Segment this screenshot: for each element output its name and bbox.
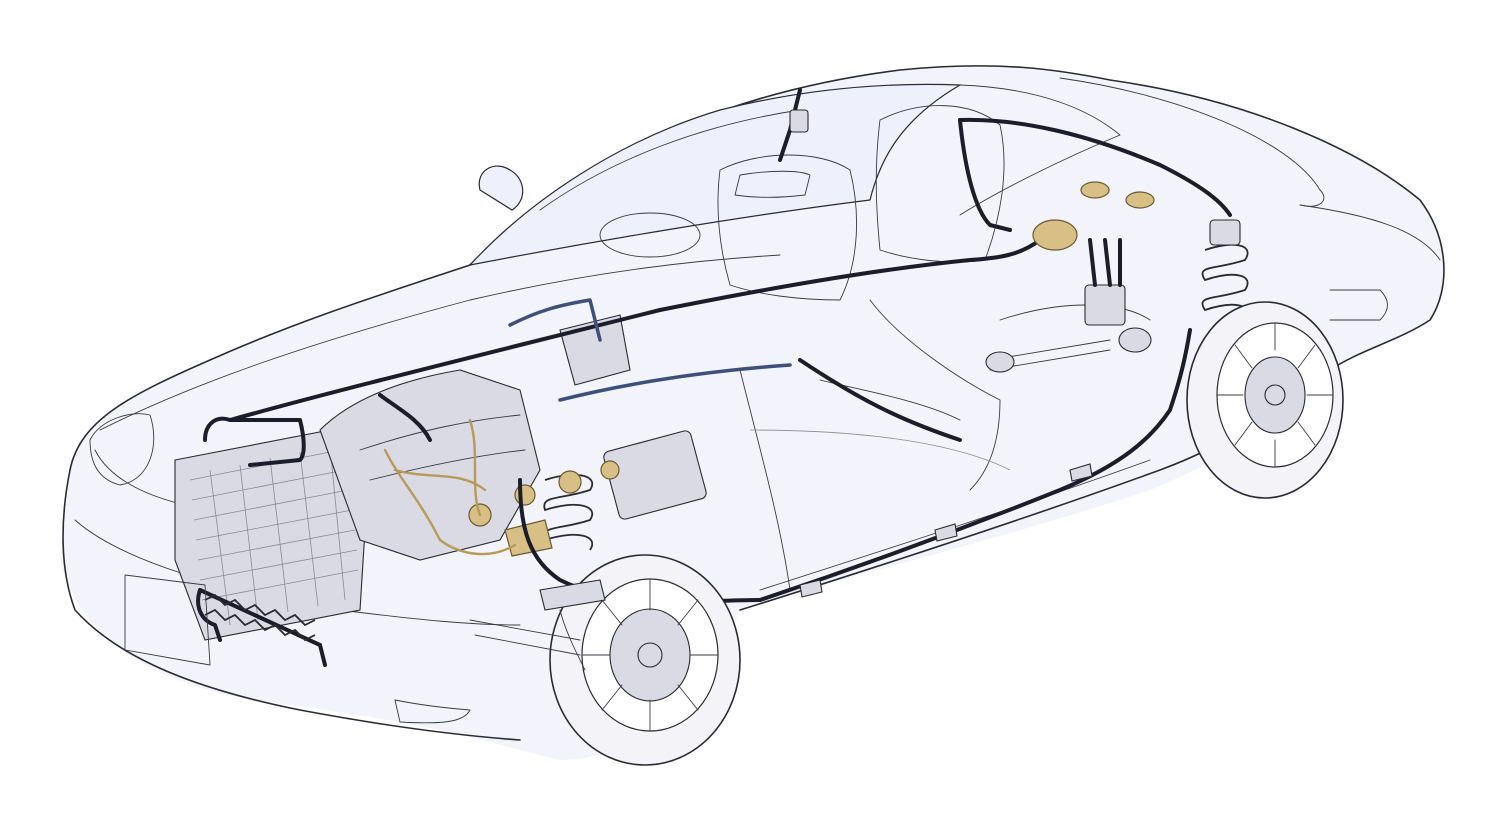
driver-seat (717, 154, 858, 301)
car-body (60, 65, 1445, 761)
fog-light (394, 699, 471, 724)
front-suspension (469, 579, 606, 671)
cabin-glass (468, 83, 1121, 266)
front-cooler (124, 574, 471, 724)
rearview-mirror (734, 88, 811, 198)
headlight (89, 413, 155, 486)
side-mirror (478, 165, 524, 211)
front-wheel (549, 554, 741, 766)
rear-valve-block (1084, 284, 1126, 326)
rear-wheel (1186, 301, 1344, 499)
rear-assembly (985, 181, 1388, 373)
steering-wheel (599, 212, 701, 258)
abs-modulator (603, 430, 707, 520)
rear-spring (1201, 219, 1249, 321)
fuel-sender (1032, 219, 1078, 251)
front-spring (543, 473, 593, 551)
